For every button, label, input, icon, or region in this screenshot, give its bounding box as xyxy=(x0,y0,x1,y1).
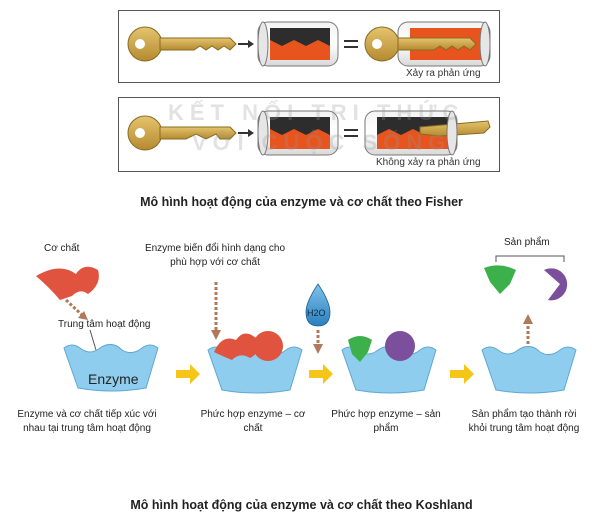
step3-desc: Phức hợp enzyme – sản phẩm xyxy=(331,409,441,434)
substrate-shape xyxy=(36,266,99,300)
equals-icon xyxy=(344,40,358,48)
product-label: Sản phẩm xyxy=(504,237,550,248)
fisher-caption: Mô hình hoạt động của enzyme và cơ chất … xyxy=(140,195,463,209)
active-site-label: Trung tâm hoạt động xyxy=(58,319,151,330)
koshland-caption: Mô hình hoạt động của enzyme và cơ chất … xyxy=(130,498,473,512)
key-1 xyxy=(127,26,237,62)
step4-desc: Sản phẩm tạo thành rời khỏi trung tâm ho… xyxy=(468,409,580,434)
change-shape-label: Enzyme biến đổi hình dạng cho phù hợp vớ… xyxy=(144,243,286,268)
panel2-label: Không xảy ra phản ứng xyxy=(376,157,481,168)
key-in-lock-1 xyxy=(364,21,491,67)
key-2 xyxy=(127,115,237,151)
product-purple xyxy=(544,268,568,301)
lock-cylinder-2 xyxy=(257,110,339,156)
enzyme-shape-1 xyxy=(63,344,159,392)
enzyme-substrate-complex xyxy=(207,331,303,394)
product-bracket xyxy=(495,255,565,262)
watermark-line2: VỚI CUỘC SỐNG xyxy=(192,130,452,155)
panel1-label: Xảy ra phản ứng xyxy=(406,68,481,79)
enzyme-product-complex xyxy=(341,331,437,394)
arrow-right-icon xyxy=(450,364,474,384)
enzyme-shape-4 xyxy=(481,346,577,394)
key-not-fitting xyxy=(364,110,491,156)
arrow-right-icon xyxy=(309,364,333,384)
enzyme-label: Enzyme xyxy=(88,371,139,387)
substrate-label: Cơ chất xyxy=(44,243,80,254)
step1-desc: Enzyme và cơ chất tiếp xúc với nhau tại … xyxy=(17,409,157,434)
lock-cylinder-1 xyxy=(257,21,339,67)
arrow-right-icon xyxy=(176,364,200,384)
water-drop-icon xyxy=(305,283,331,327)
water-label: H2O xyxy=(307,308,326,318)
watermark-line1: KẾT NỐI TRI THỨC xyxy=(168,100,465,125)
step2-desc: Phức hợp enzyme – cơ chất xyxy=(200,409,306,434)
product-green xyxy=(484,265,516,294)
